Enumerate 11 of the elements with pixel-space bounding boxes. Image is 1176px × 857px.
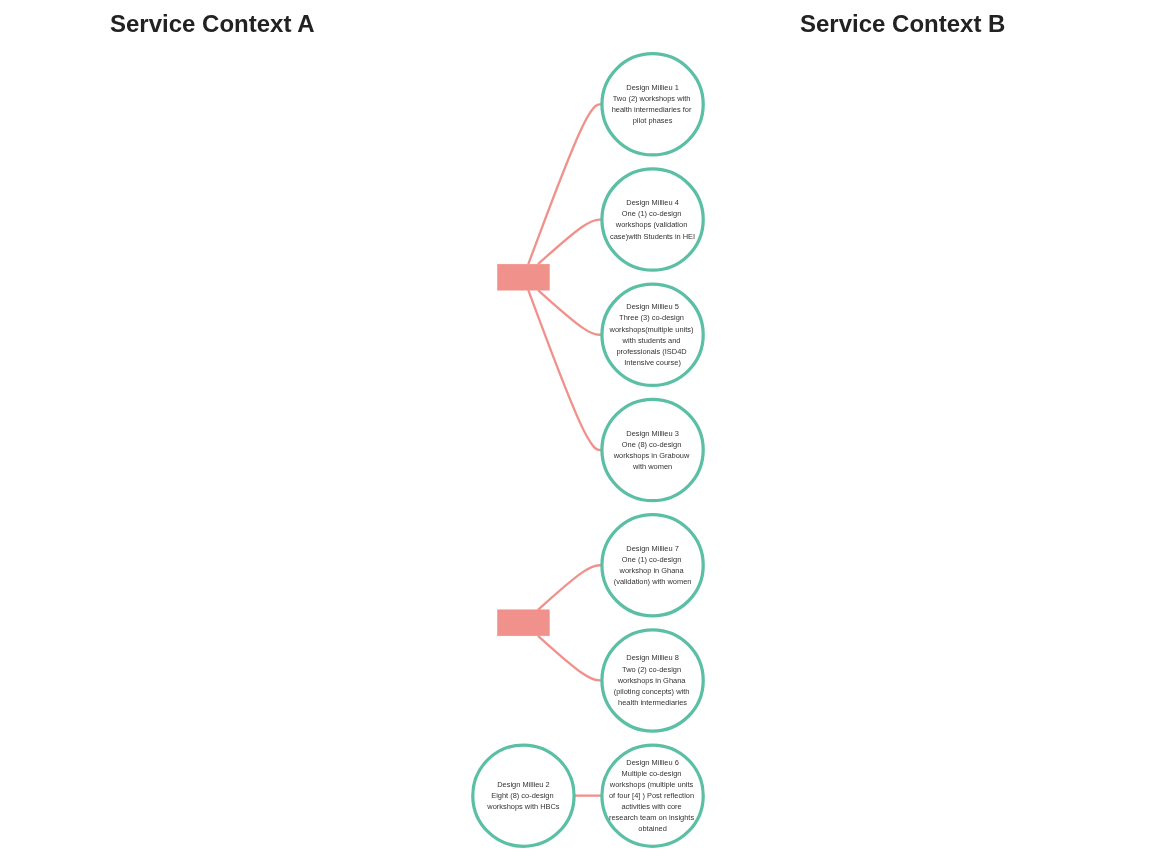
connector (537, 218, 602, 266)
connector (574, 794, 602, 797)
section-heading: Service Context A (110, 10, 315, 38)
connector (537, 289, 602, 336)
connector (537, 634, 602, 682)
node-bar (497, 263, 550, 291)
node-bar (497, 609, 550, 637)
section-heading: Service Context B (800, 10, 1006, 38)
connector (527, 289, 602, 452)
connector (537, 564, 602, 611)
connector (527, 103, 602, 265)
